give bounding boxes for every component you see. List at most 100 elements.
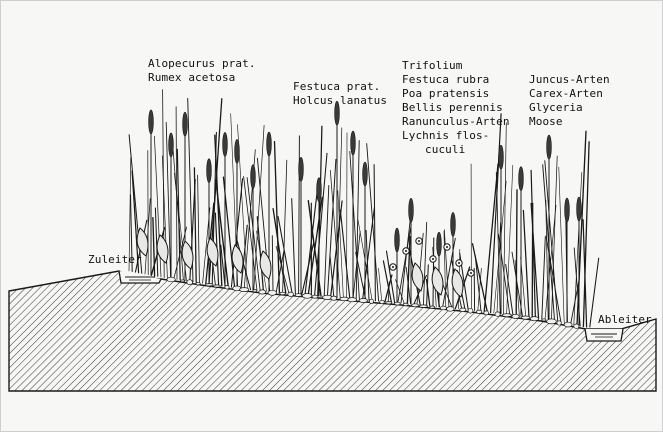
grass-blade (340, 210, 350, 299)
soil-litter (312, 295, 318, 298)
soil-litter (259, 290, 266, 294)
soil-litter (386, 302, 392, 304)
grass-blade (198, 175, 200, 283)
ground-profile (9, 271, 656, 391)
seed-head (451, 212, 456, 236)
soil-litter (564, 322, 572, 327)
soil-litter (225, 285, 229, 289)
soil-litter (167, 277, 175, 282)
species-label: Moose (529, 115, 563, 128)
flower-center (458, 262, 460, 264)
species-label: Ranunculus-Arten (402, 115, 510, 128)
soil-litter (196, 282, 200, 285)
seed-head (351, 131, 356, 155)
soil-litter (288, 292, 294, 296)
soil-litter (419, 305, 427, 308)
seed-head (363, 162, 368, 186)
soil-litter (547, 319, 557, 324)
grass-blade (374, 165, 375, 301)
seed-head (395, 228, 400, 252)
soil-litter (484, 311, 489, 315)
soil-litter (521, 316, 529, 319)
seed-head (519, 167, 524, 191)
grass-blade (318, 126, 322, 296)
species-label: Bellis perennis (402, 101, 503, 114)
flower-center (470, 272, 472, 274)
soil-litter (403, 303, 408, 306)
soil-litter (253, 290, 257, 292)
species-label: Holcus lanatus (293, 94, 387, 107)
grass-blade (272, 236, 273, 292)
grass-blade (423, 222, 426, 305)
soil-litter (268, 290, 277, 295)
soil-litter (542, 319, 546, 321)
soil-litter (495, 312, 500, 316)
soil-litter (331, 296, 337, 300)
soil-litter (395, 302, 401, 305)
seed-head (223, 132, 228, 156)
grass-blade (516, 190, 517, 316)
label-group-grasses-left: Alopecurus prat. Rumex acetosa (148, 57, 256, 84)
grass-blade (379, 268, 382, 301)
leaf (157, 235, 168, 263)
leaf (412, 263, 423, 291)
seed-head (437, 232, 442, 256)
seed-head (149, 110, 154, 134)
label-group-wetland: Juncus-Arten Carex-Arten Glyceria Moose (529, 73, 610, 128)
grass-blade (194, 168, 196, 282)
label-group-herbs: Trifolium Festuca rubra Poa pratensis Be… (402, 59, 510, 156)
soil-litter (440, 306, 446, 310)
species-label: cuculi (425, 143, 465, 156)
flower-center (392, 266, 394, 268)
soil-litter (557, 321, 561, 325)
flower-center (446, 246, 448, 248)
soil-litter (340, 297, 349, 301)
seed-head (169, 133, 174, 157)
flower-center (418, 240, 420, 242)
soil-litter (380, 300, 385, 303)
soil-litter (187, 280, 193, 285)
outlet-label: Ableiter (598, 313, 652, 326)
grass-blade (559, 167, 564, 323)
soil-litter (295, 294, 301, 297)
soil-litter (476, 310, 481, 313)
soil-litter (468, 308, 473, 313)
flower-center (405, 250, 407, 252)
leaf (432, 267, 443, 295)
soil-litter (447, 307, 455, 312)
seed-head (499, 145, 504, 169)
species-label: Trifolium (402, 59, 463, 72)
seed-head (577, 197, 582, 221)
soil-litter (512, 314, 519, 318)
seed-head (207, 159, 212, 183)
inlet-label: Zuleiter (88, 253, 142, 266)
soil-litter (214, 285, 221, 287)
label-group-grasses-mid: Festuca prat. Holcus lanatus (293, 80, 387, 107)
species-label: Glyceria (529, 101, 583, 114)
soil-litter (574, 324, 579, 328)
outlet-ditch (585, 329, 623, 341)
species-label: Alopecurus prat. (148, 57, 256, 70)
soil-litter (412, 304, 419, 307)
seed-head (409, 198, 414, 222)
soil-litter (181, 280, 185, 282)
soil-litter (240, 288, 249, 292)
soil-litter (460, 308, 466, 312)
species-label: Festuca rubra (402, 73, 489, 86)
species-label: Lychnis flos- (402, 129, 489, 142)
soil-litter (359, 299, 367, 303)
soil-litter (302, 294, 312, 299)
soil-litter (348, 298, 357, 302)
species-label: Carex-Arten (529, 87, 603, 100)
seed-head (183, 112, 188, 136)
seed-head (235, 139, 240, 163)
leaf (452, 269, 463, 297)
grass-blade (292, 199, 296, 294)
soil-litter (502, 314, 511, 317)
seed-head (299, 157, 304, 181)
species-label: Juncus-Arten (529, 73, 610, 86)
seed-head (565, 198, 570, 222)
species-label: Rumex acetosa (148, 71, 235, 84)
grass-blade (542, 237, 546, 319)
